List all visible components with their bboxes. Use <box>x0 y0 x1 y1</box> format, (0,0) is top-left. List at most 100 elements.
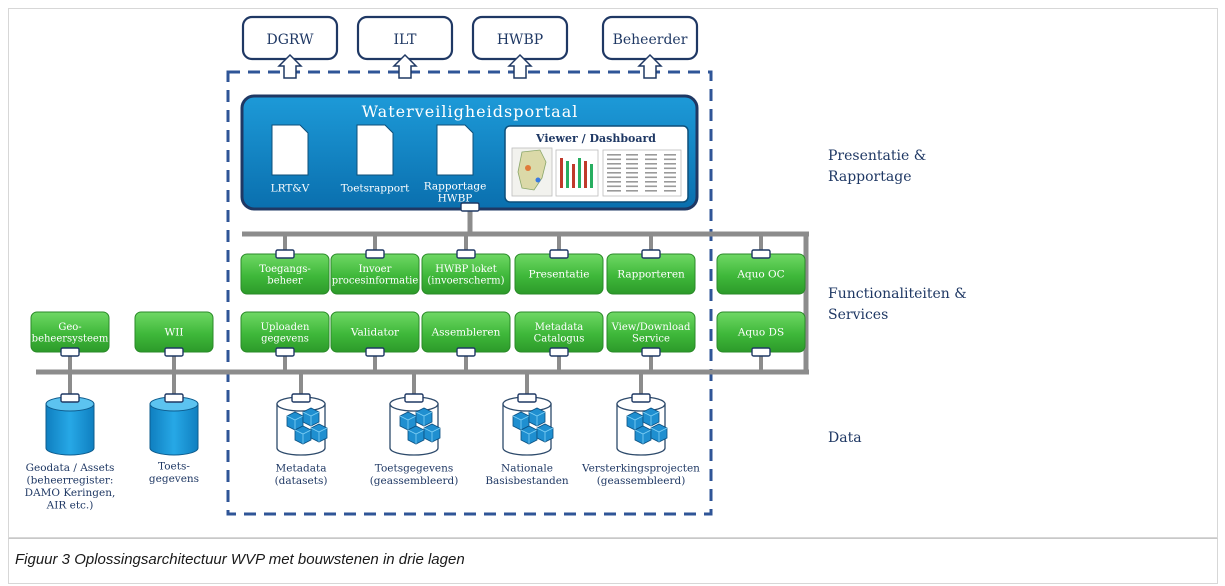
function-label: Aquo OC <box>736 269 784 281</box>
stakeholder-beheerder: Beheerder <box>601 15 699 79</box>
dataset-cube-edge-icon <box>302 411 320 426</box>
map-marker-icon <box>525 165 531 171</box>
function-label-line: Aquo DS <box>737 327 784 339</box>
chart-bar-icon <box>584 161 587 188</box>
dataset-cube-edge-icon <box>294 429 312 444</box>
document-icon <box>271 124 309 176</box>
dataset-cube-edge-icon <box>512 415 530 430</box>
function-row1-0: Toegangs-beheer <box>240 236 330 295</box>
function-label-line: Invoer <box>359 264 392 275</box>
dataset-cube-edge-icon <box>528 411 546 426</box>
table-line-icon <box>664 176 676 179</box>
layer-label-functions-line: Functionaliteiten & <box>828 286 967 302</box>
portal-boundary <box>226 70 713 516</box>
table-line-icon <box>607 190 621 192</box>
function-connector <box>365 347 385 357</box>
viewer-dashboard: Viewer / Dashboard <box>504 125 689 203</box>
table-line-icon <box>645 158 657 161</box>
function-label-line: Uploaden <box>261 322 310 333</box>
stakeholder-label: Beheerder <box>613 32 688 48</box>
function-row2-1: Validator <box>330 311 420 370</box>
function-label-line: Service <box>632 333 670 344</box>
data-label-line: (datasets) <box>275 475 328 487</box>
function-label: WII <box>164 327 183 339</box>
dataset-cube-edge-icon <box>415 411 433 426</box>
function-label: Aquo DS <box>737 327 784 339</box>
dataset-cube-edge-icon <box>520 429 538 444</box>
function-label-line: Metadata <box>535 322 584 333</box>
data-label: Versterkingsprojecten(geassembleerd) <box>581 462 700 487</box>
up-arrow-icon <box>277 53 303 79</box>
table-line-icon <box>664 167 676 170</box>
table-line-icon <box>664 185 676 188</box>
dataset-connector <box>404 393 424 403</box>
stakeholder-label: DGRW <box>266 32 314 48</box>
function-connector <box>60 347 80 357</box>
stakeholder-label: HWBP <box>497 32 543 48</box>
function-label-line: Toegangs- <box>259 264 311 275</box>
data-label-line: Geodata / Assets <box>26 462 115 474</box>
function-connector <box>365 249 385 259</box>
table-line-icon <box>626 163 638 165</box>
function-label: Rapporteren <box>617 269 685 281</box>
chart-bar-icon <box>578 158 581 188</box>
function-row1-2: HWBP loket(invoerscherm) <box>421 236 511 295</box>
data-label-line: Toets- <box>158 460 190 472</box>
dataset-connector <box>517 393 537 403</box>
table-line-icon <box>645 167 657 170</box>
portal-data-1 <box>389 374 441 456</box>
table-line-icon <box>607 185 621 188</box>
function-label-line: Aquo OC <box>736 269 784 281</box>
document-label-line: LRT&V <box>271 183 310 195</box>
function-label-line: View/Download <box>611 322 691 333</box>
portal-connector <box>460 202 480 212</box>
layer-label-presentation: Presentatie &Rapportage <box>828 148 926 185</box>
table-line-icon <box>664 158 676 161</box>
table-line-icon <box>626 167 638 170</box>
database-cylinder-icon <box>45 403 95 456</box>
function-connector <box>164 347 184 357</box>
dataset-cube-edge-icon <box>536 427 554 442</box>
table-line-icon <box>645 181 657 183</box>
function-connector <box>641 249 661 259</box>
function-row1-3: Presentatie <box>514 236 604 295</box>
dataset-cube-edge-icon <box>407 429 425 444</box>
dataset-cube-edge-icon <box>650 427 668 442</box>
table-line-icon <box>664 172 676 174</box>
data-label-line: Basisbestanden <box>485 475 569 487</box>
document-label: Toetsrapport <box>341 183 410 195</box>
chart-bar-icon <box>572 164 575 188</box>
database-connector <box>164 393 184 403</box>
dataset-cube-edge-icon <box>634 429 652 444</box>
dataset-cube-edge-icon <box>286 415 304 430</box>
table-line-icon <box>626 158 638 161</box>
data-label-line: DAMO Keringen, <box>25 487 116 499</box>
chart-bar-icon <box>590 164 593 188</box>
table-line-icon <box>607 176 621 179</box>
layer-label-functions: Functionaliteiten & Services <box>828 286 967 323</box>
data-label: Toets-gegevens <box>149 460 199 485</box>
function-label: Assembleren <box>431 327 501 339</box>
portal-data-2 <box>502 374 554 456</box>
table-line-icon <box>645 163 657 165</box>
external-data-0 <box>45 374 95 456</box>
function-label: HWBP loket(invoerscherm) <box>427 264 504 287</box>
function-connector <box>275 249 295 259</box>
function-label-line: WII <box>164 327 183 339</box>
external-service-1: WII <box>134 311 214 370</box>
layer-label-data: Data <box>828 430 862 446</box>
table-line-icon <box>607 167 621 170</box>
portal-data-0 <box>276 374 328 456</box>
table-line-icon <box>645 154 657 156</box>
function-label-line: Validator <box>350 327 400 339</box>
function-label-line: beheer <box>267 275 303 286</box>
data-label-line: (geassembleerd) <box>370 475 459 487</box>
data-label: Geodata / Assets(beheerregister:DAMO Ker… <box>25 462 116 512</box>
function-connector <box>456 249 476 259</box>
data-label-line: (beheerregister: <box>27 474 114 486</box>
layer-label-functions-line: Services <box>828 307 888 323</box>
